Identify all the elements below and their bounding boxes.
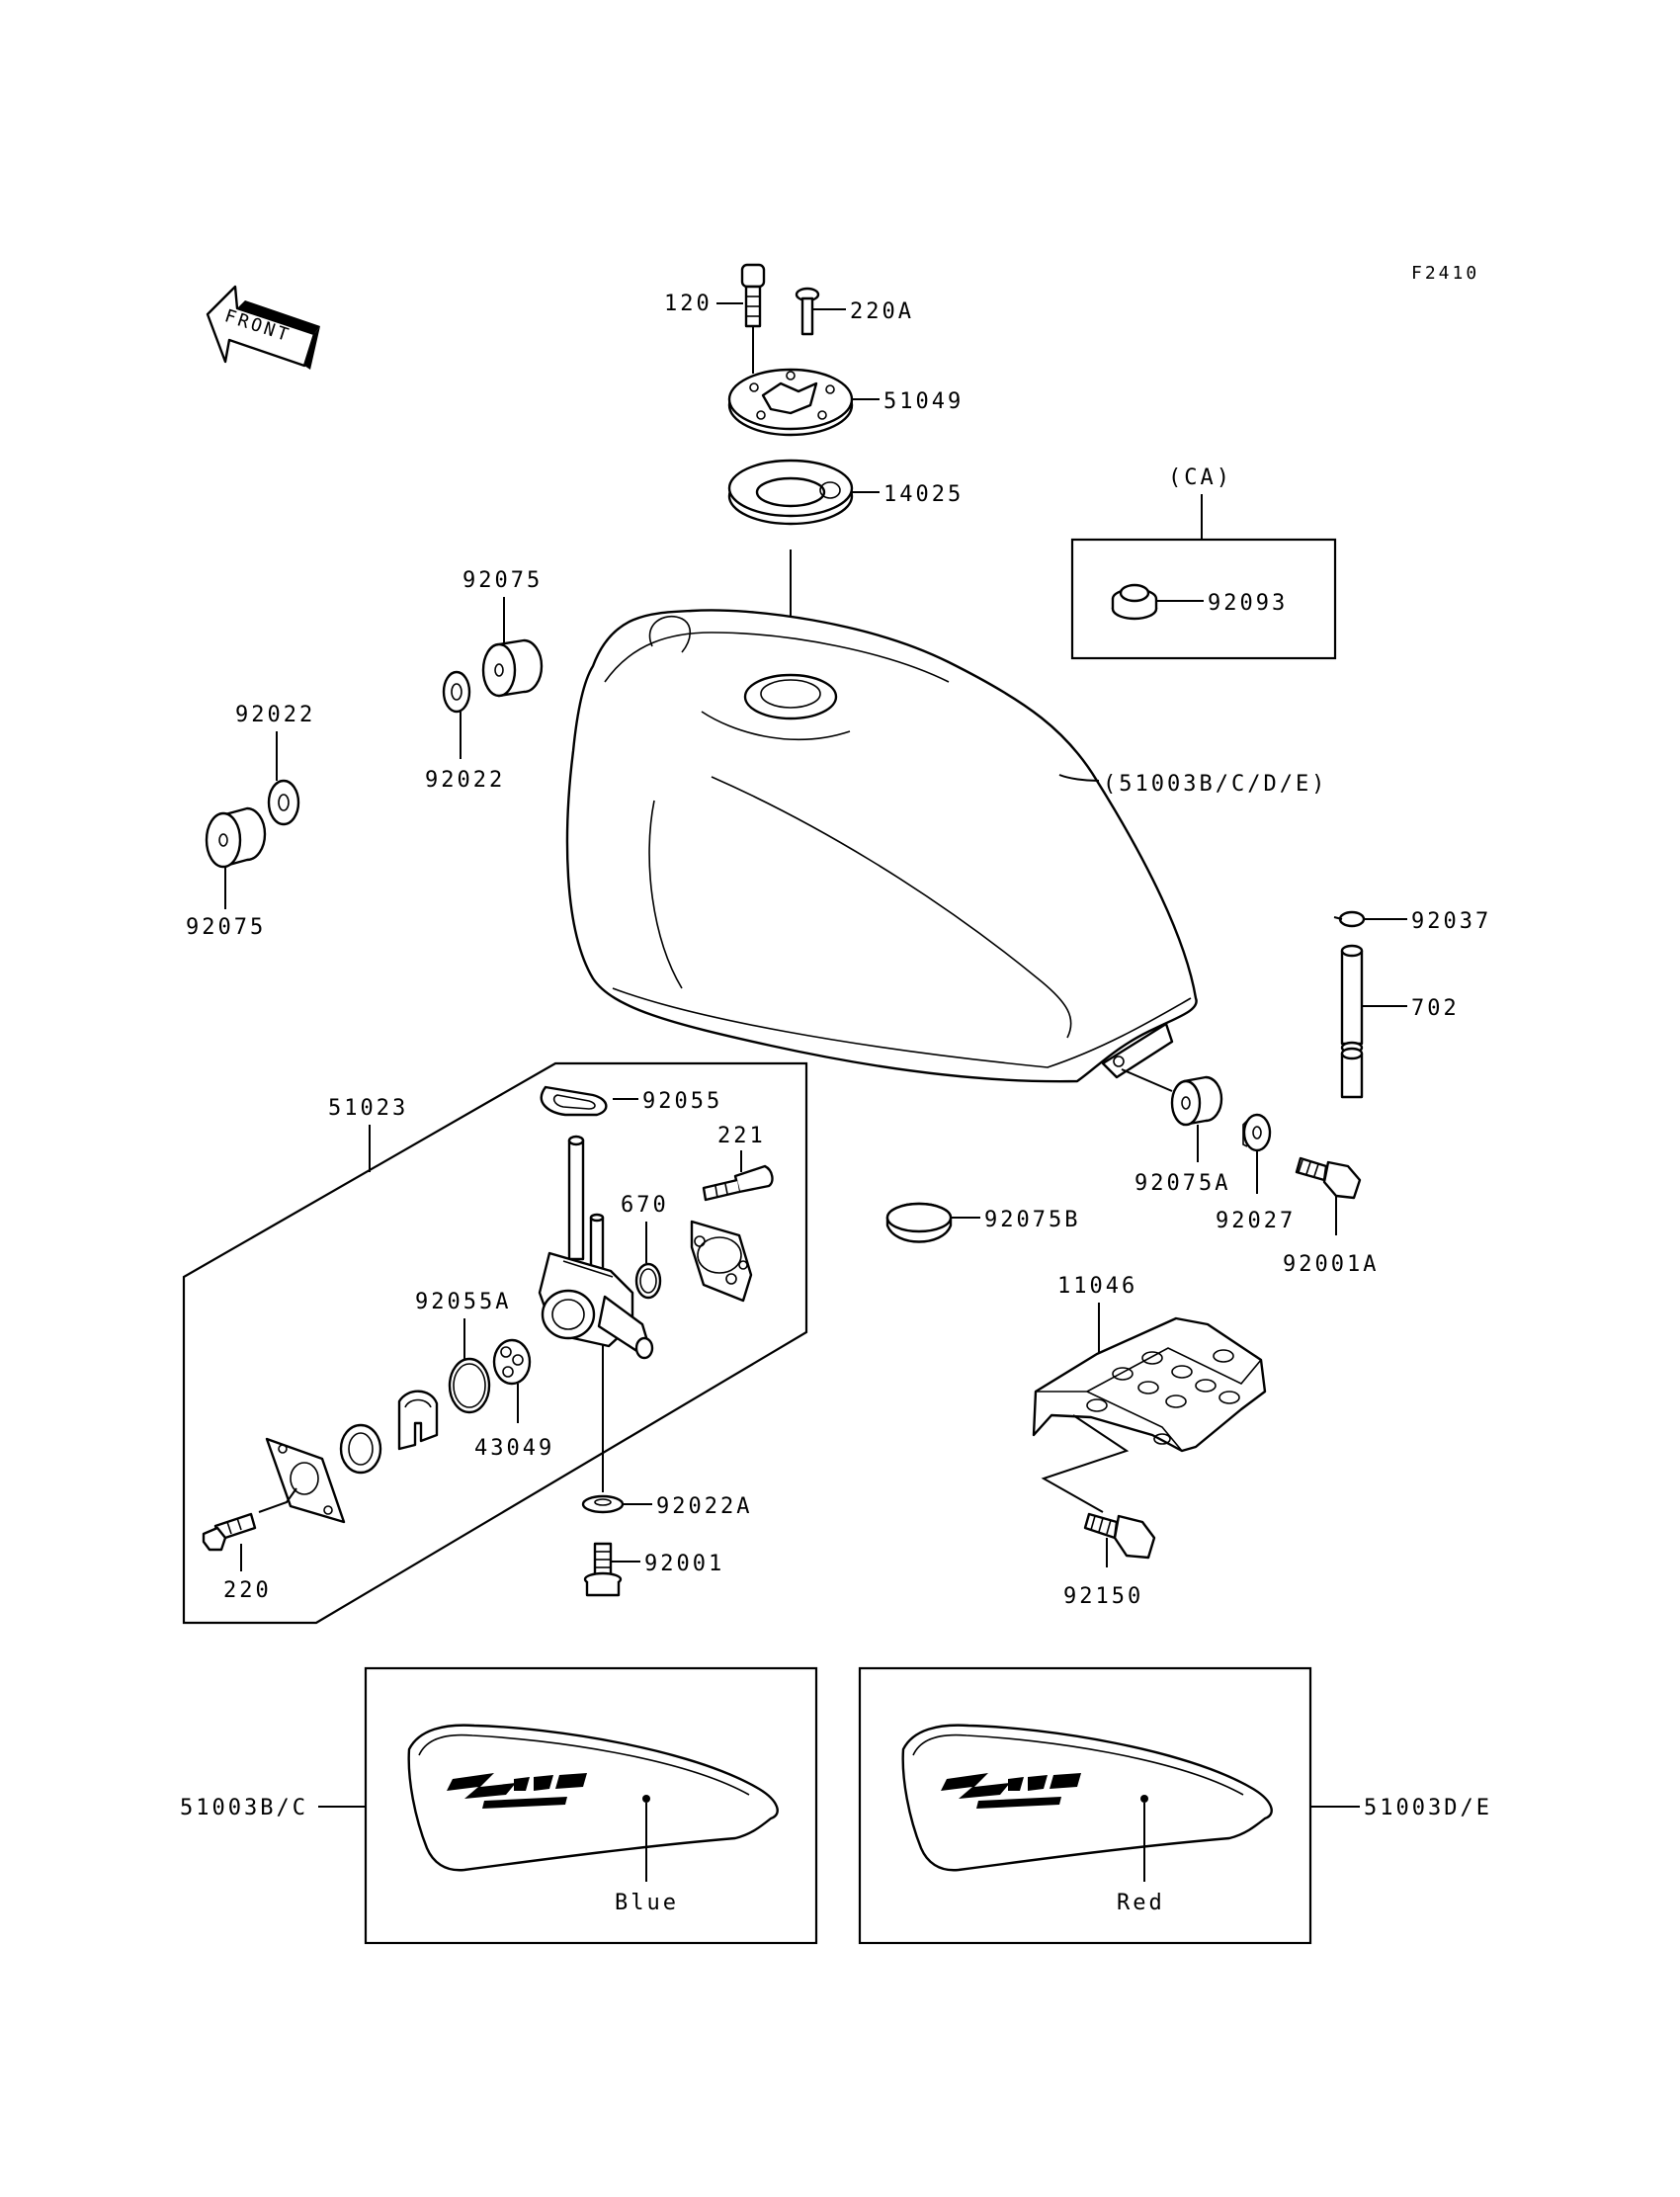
label-92093: 92093 xyxy=(1208,591,1288,616)
label-92022A: 92022A xyxy=(656,1494,752,1519)
screw-220A xyxy=(795,287,820,336)
label-92055: 92055 xyxy=(642,1089,722,1114)
cover-plate xyxy=(690,1220,753,1303)
damper-92075A xyxy=(1170,1075,1223,1127)
gasket-92055 xyxy=(540,1085,608,1117)
label-92075B: 92075B xyxy=(984,1208,1080,1232)
label-92055A: 92055A xyxy=(415,1290,511,1314)
seal-ring xyxy=(339,1423,382,1475)
label-221: 221 xyxy=(717,1124,766,1148)
label-92150: 92150 xyxy=(1063,1584,1143,1609)
hose-702 xyxy=(1340,944,1364,1099)
label-14025: 14025 xyxy=(883,482,964,507)
clip-92037 xyxy=(1333,910,1366,928)
bolt-92150 xyxy=(1083,1512,1156,1560)
label-43049: 43049 xyxy=(474,1436,554,1461)
bracket-11046 xyxy=(1032,1316,1267,1453)
label-92075-top: 92075 xyxy=(462,568,543,593)
label-670: 670 xyxy=(621,1193,669,1218)
gasket-14025 xyxy=(727,459,854,526)
cock-plate xyxy=(265,1437,346,1524)
label-51049: 51049 xyxy=(883,389,964,414)
washer-92022-left xyxy=(267,779,300,826)
label-702: 702 xyxy=(1411,996,1460,1021)
label-220A: 220A xyxy=(850,299,914,324)
oring-670 xyxy=(634,1262,662,1300)
oring-92055A xyxy=(448,1357,491,1414)
bolt-92001 xyxy=(583,1542,623,1597)
gasket-43049 xyxy=(492,1338,532,1386)
label-92001: 92001 xyxy=(644,1552,724,1576)
label-CA: (CA) xyxy=(1168,465,1232,490)
damper-92075-top xyxy=(481,638,544,698)
label-92037: 92037 xyxy=(1411,909,1491,934)
ca-box xyxy=(1070,538,1337,660)
fuel-tank xyxy=(565,609,1198,1083)
bolt-92001A xyxy=(1295,1156,1362,1200)
screw-221 xyxy=(702,1164,774,1202)
label-92075A: 92075A xyxy=(1134,1171,1230,1196)
bolt-120 xyxy=(740,263,766,328)
figure-code: F2410 xyxy=(1411,263,1479,284)
plug-92093 xyxy=(1111,583,1158,621)
lever-cock xyxy=(397,1390,439,1451)
label-51003DE: 51003D/E xyxy=(1364,1796,1492,1820)
label-220: 220 xyxy=(223,1578,272,1603)
damper-92075-left xyxy=(205,806,267,869)
washer-92022A xyxy=(581,1494,625,1514)
front-arrow-icon: FRONT xyxy=(206,285,320,370)
label-51023: 51023 xyxy=(328,1096,408,1121)
label-51003-tank: (51003B/C/D/E) xyxy=(1103,772,1327,797)
tank-graphic-blue xyxy=(407,1724,779,1872)
tank-graphic-red xyxy=(901,1724,1273,1872)
cap-51049 xyxy=(727,368,854,437)
label-92027: 92027 xyxy=(1216,1209,1296,1233)
washer-92022-mid xyxy=(442,670,471,714)
label-92075-left: 92075 xyxy=(186,915,266,940)
label-color-blue: Blue xyxy=(615,1891,679,1915)
label-92022-mid: 92022 xyxy=(425,768,505,793)
collar-92027 xyxy=(1242,1113,1272,1152)
screw-220 xyxy=(202,1512,257,1552)
fuel-cock-body xyxy=(538,1135,654,1360)
fuel-cock-box xyxy=(182,1061,808,1625)
damper-92075B xyxy=(885,1202,953,1243)
label-120: 120 xyxy=(664,292,713,316)
label-51003BC: 51003B/C xyxy=(180,1796,308,1820)
label-92022-left: 92022 xyxy=(235,703,315,727)
label-92001A: 92001A xyxy=(1283,1252,1379,1277)
label-color-red: Red xyxy=(1117,1891,1165,1915)
label-11046: 11046 xyxy=(1057,1274,1137,1299)
